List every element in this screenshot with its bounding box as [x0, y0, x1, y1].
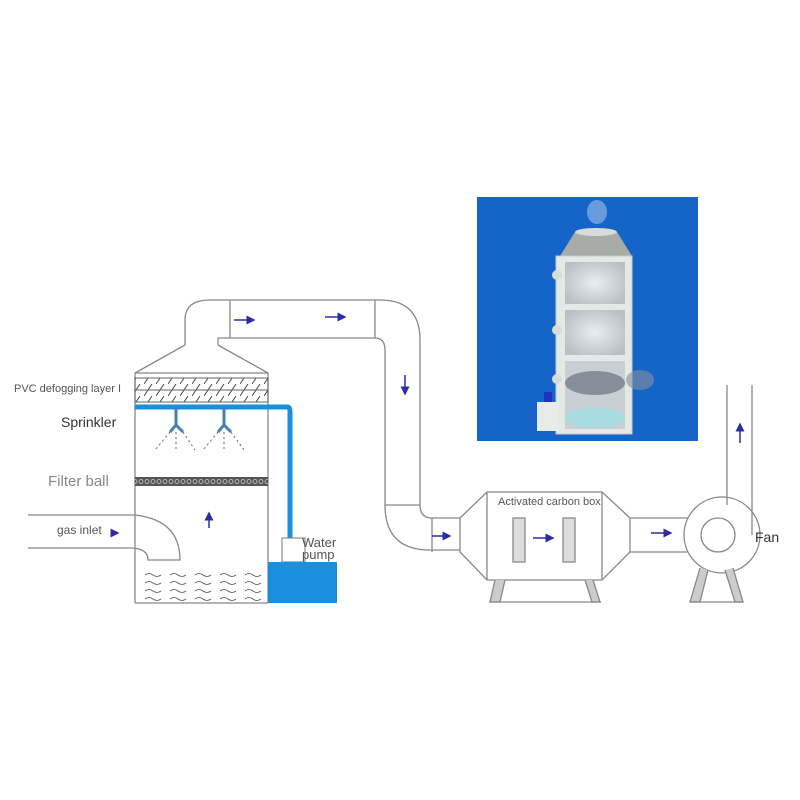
- duct: [184, 299, 460, 552]
- water-waves: [144, 573, 262, 601]
- sprinkler-label: Sprinkler: [61, 414, 117, 430]
- water-tank: [268, 562, 337, 603]
- fan-label: Fan: [755, 529, 780, 545]
- water-pipe: [135, 404, 293, 538]
- gas-inlet-pipe: [28, 514, 181, 561]
- spray-lines: [154, 431, 245, 451]
- scrubber-tower-photo: [477, 197, 698, 441]
- water-pump-label: Water pump: [302, 535, 337, 562]
- fan: [683, 385, 761, 603]
- filter-ball-layer: [135, 477, 268, 486]
- scrubber-tower: [134, 344, 269, 604]
- flow-arrows: [110, 312, 745, 543]
- sprinkler-nozzles: [168, 408, 233, 434]
- pvc-defogging-layer-label: PVC defogging layer I: [14, 383, 122, 395]
- filter-ball-label: Filter ball: [48, 473, 109, 490]
- carbon-box-label: Activated carbon box: [498, 496, 601, 508]
- activated-carbon-box: [459, 491, 631, 603]
- gas-inlet-label: gas inlet: [57, 523, 102, 537]
